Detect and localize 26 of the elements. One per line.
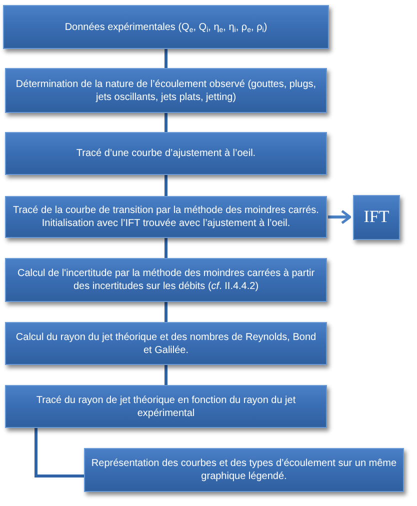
process-box — [84, 448, 404, 492]
arrow — [328, 210, 352, 224]
connector-line — [164, 302, 168, 322]
step-text: Calcul du rayon du jet théorique et des nombres de Reynolds, Bond et Galilée. — [14, 330, 318, 356]
step-text: Calcul de l'incertitude par la méthode des moindres carrées à partir des incertitudes sur les débits (cf. II.4.4.2) — [16, 267, 316, 293]
process-box — [5, 132, 327, 175]
label-box — [353, 195, 400, 240]
process-box — [5, 68, 327, 113]
step-text: Tracé d’une courbe d’ajustement à l’oeil. — [76, 147, 256, 160]
process-box — [5, 258, 327, 302]
connector-line — [164, 113, 168, 132]
process-box — [5, 322, 327, 365]
process-box — [5, 385, 327, 428]
step-text: Détermination de la nature de l’écoulement observé (gouttes, plugs, jets oscillants, jets plats, jetting) — [14, 78, 318, 104]
connector-line — [34, 428, 84, 478]
connector-line — [164, 365, 168, 385]
step-text: Représentation des courbes et des types d’écoulement sur un même graphique légendé. — [90, 457, 398, 483]
step-text: Tracé de la courbe de transition par la méthode des moindres carrés. Initialisation avec l’IFT trouvée avec l’ajustement à l’oeil. — [12, 204, 320, 230]
connector-line — [164, 238, 168, 258]
connector-line — [164, 175, 168, 196]
connector-line — [164, 49, 168, 68]
step-text: Tracé du rayon de jet théorique en fonction du rayon du jet expérimental — [35, 394, 297, 420]
box-label: IFT — [364, 208, 390, 227]
process-box — [5, 196, 327, 238]
step-text: Données expérimentales (Q$_{e}$, Q$_{i}$, η$_{e}$, η$_{i}$, ρ$_{e}$, ρ$_{i}$) — [64, 20, 268, 34]
process-box — [3, 5, 329, 49]
